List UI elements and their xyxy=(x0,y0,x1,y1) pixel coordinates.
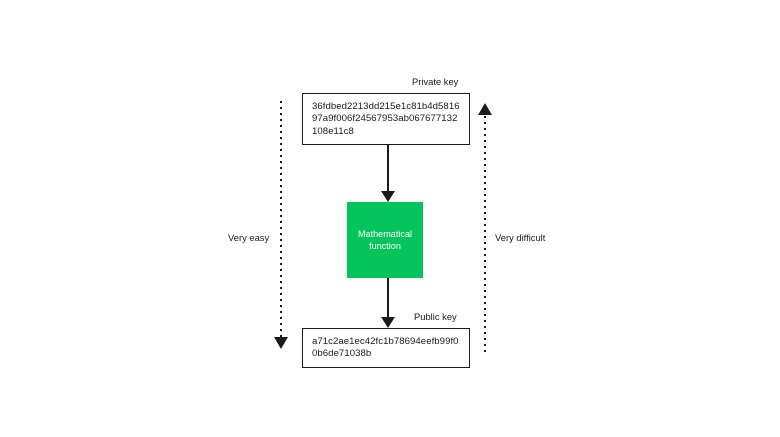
arrow-head xyxy=(381,191,395,202)
arrow-head-down xyxy=(274,337,288,349)
private-key-caption: Private key xyxy=(412,76,459,87)
very-difficult-dotted-arrow-up-icon xyxy=(478,103,492,355)
very-easy-label: Very easy xyxy=(228,232,270,243)
arrow-shaft xyxy=(387,145,389,192)
public-key-box: a71c2ae1ec42fc1b78694eefb99f00b6de71038b xyxy=(302,328,470,368)
arrow-shaft xyxy=(387,278,389,318)
dotted-line xyxy=(484,116,486,355)
very-difficult-label: Very difficult xyxy=(495,232,546,243)
very-easy-dotted-arrow-down-icon xyxy=(274,101,288,353)
arrow-down-function-to-public-icon xyxy=(381,278,395,328)
dotted-line xyxy=(280,101,282,339)
arrow-down-private-to-function-icon xyxy=(381,145,395,202)
mathematical-function-block: Mathematical function xyxy=(347,202,423,278)
arrow-head xyxy=(381,317,395,328)
arrow-head-up xyxy=(478,103,492,115)
public-key-caption: Public key xyxy=(414,311,457,322)
private-key-box: 36fdbed2213dd215e1c81b4d581697a9f006f245… xyxy=(302,93,470,145)
